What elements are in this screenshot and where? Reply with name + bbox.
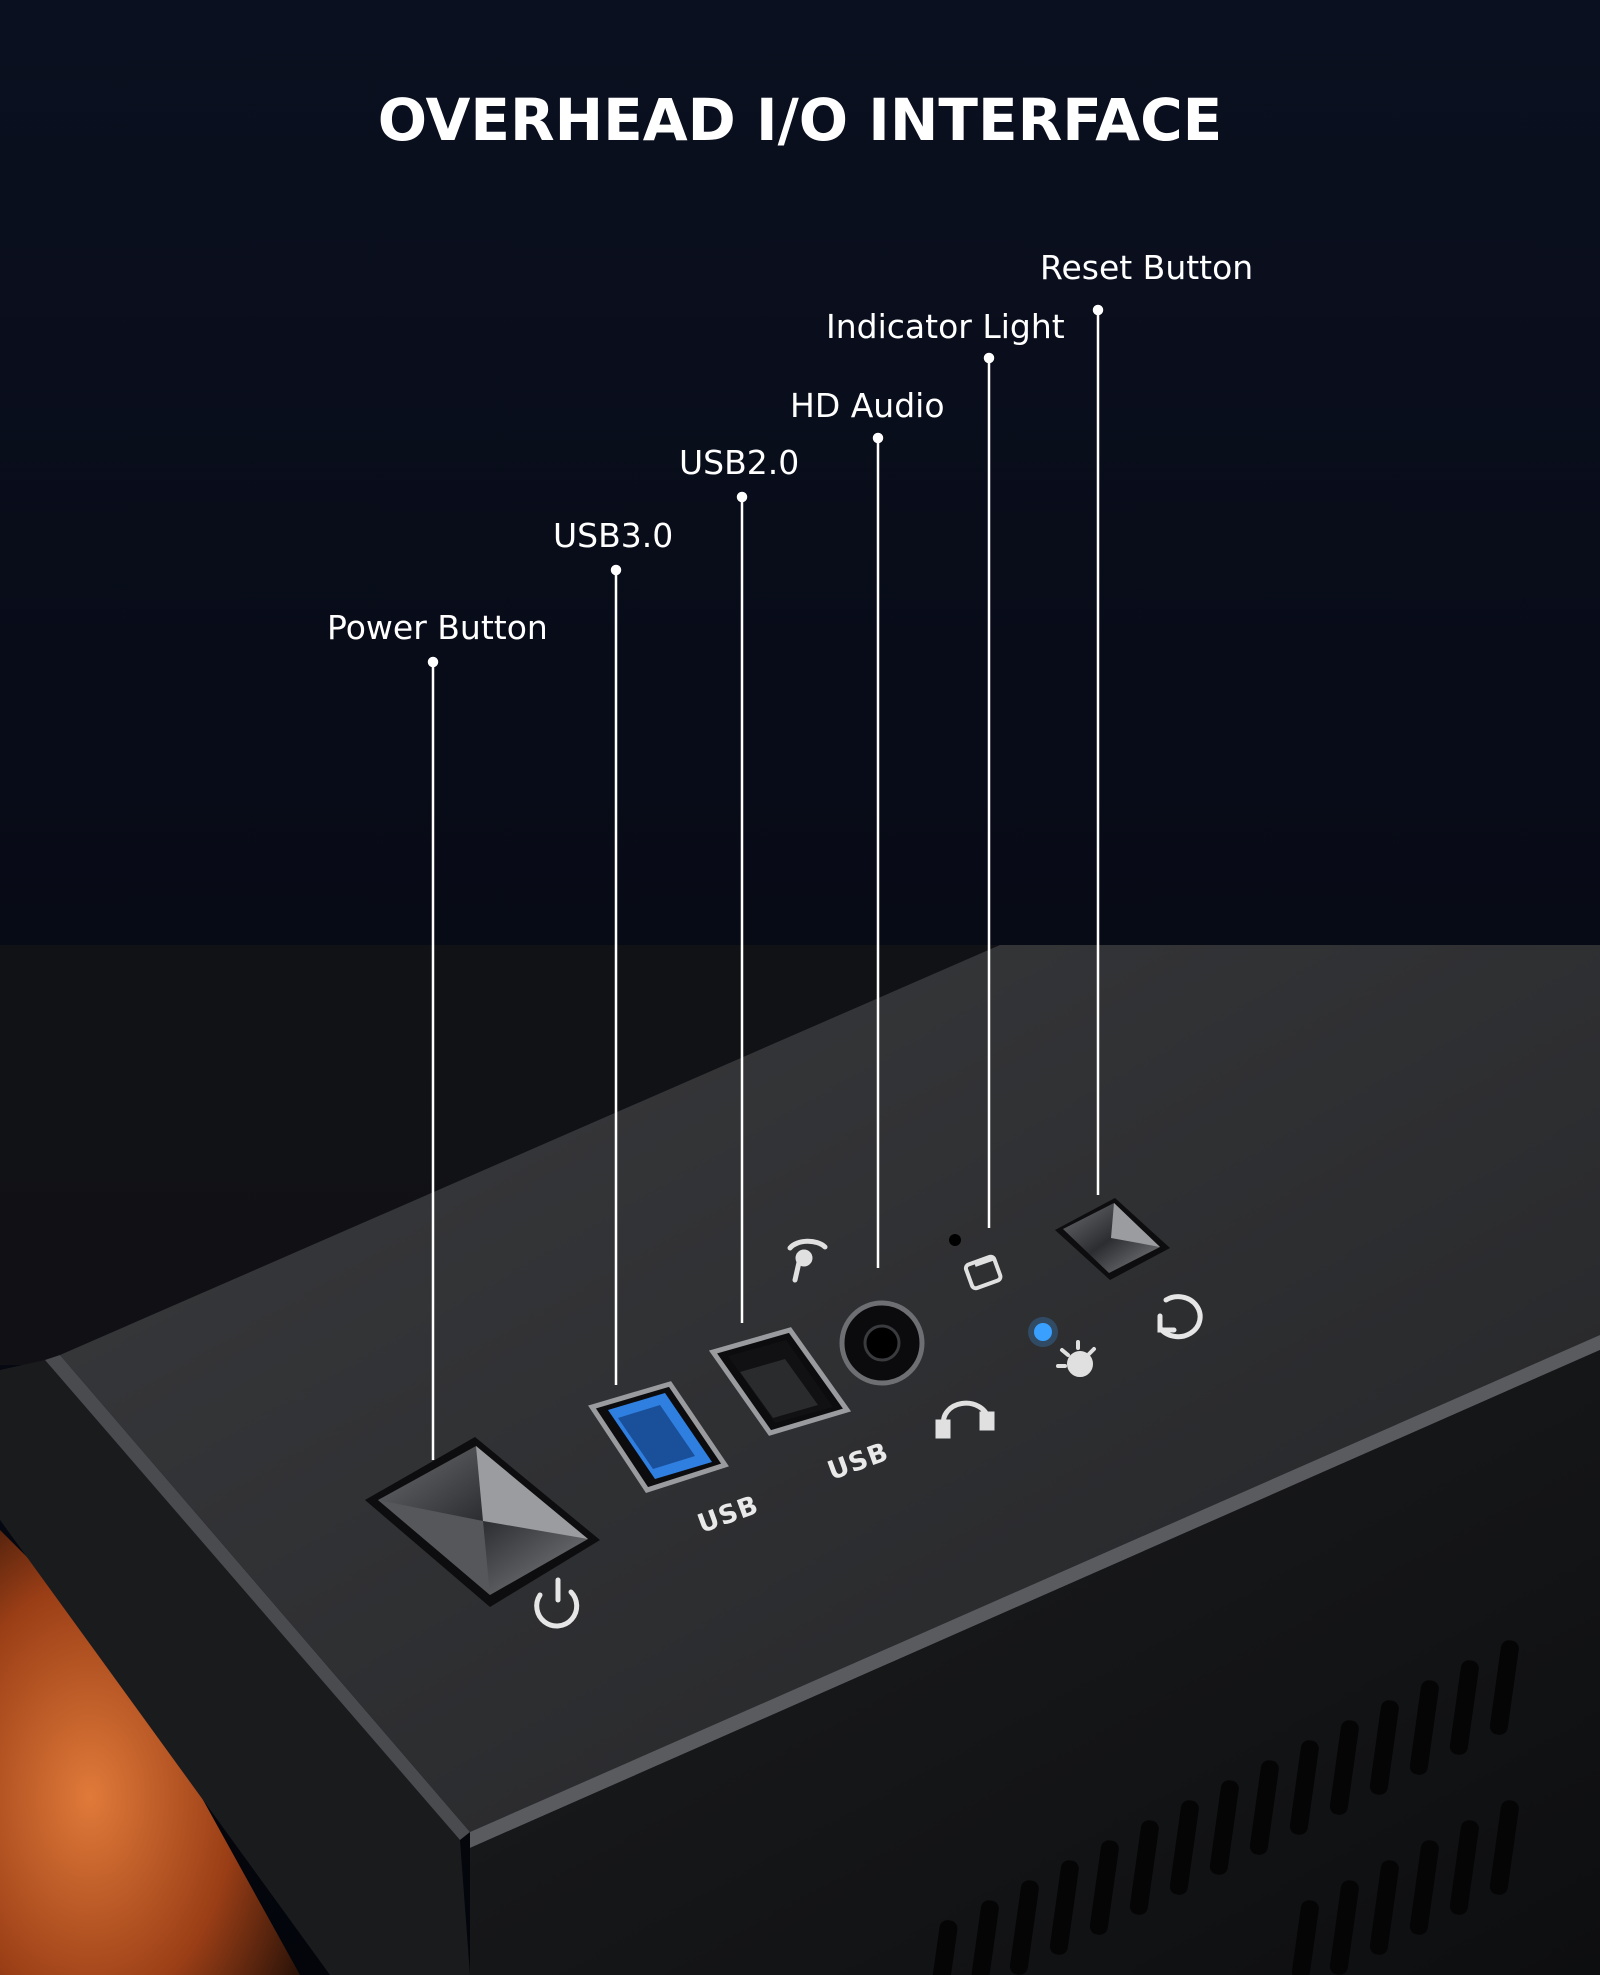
reset-button bbox=[1055, 1198, 1170, 1280]
power-icon bbox=[534, 1577, 580, 1629]
callout-label-audio: HD Audio bbox=[790, 386, 945, 425]
callout-label-power: Power Button bbox=[327, 608, 548, 647]
power-button bbox=[365, 1437, 600, 1607]
front-panel-edge bbox=[0, 1360, 470, 1975]
callout-label-indicator: Indicator Light bbox=[826, 307, 1065, 346]
audio-jack bbox=[839, 1300, 925, 1386]
microphone-icon bbox=[787, 1238, 828, 1283]
window-glow bbox=[0, 1530, 300, 1975]
page-title: OVERHEAD I/O INTERFACE bbox=[377, 86, 1223, 154]
reset-icon bbox=[1157, 1294, 1203, 1340]
case-side-panel bbox=[470, 1350, 1600, 1975]
side-vents bbox=[930, 1640, 1519, 1975]
callout-lines bbox=[427, 304, 1104, 1460]
usb3-port bbox=[588, 1381, 729, 1493]
callout-label-usb2: USB2.0 bbox=[679, 443, 800, 482]
hdd-icon bbox=[963, 1254, 1003, 1291]
callout-label-usb3: USB3.0 bbox=[553, 516, 674, 555]
headphone-icon bbox=[935, 1400, 995, 1439]
usb2-port bbox=[708, 1327, 852, 1436]
callout-label-reset: Reset Button bbox=[1040, 248, 1254, 287]
light-icon bbox=[1056, 1340, 1096, 1377]
indicator-led bbox=[1034, 1323, 1052, 1341]
indicator-pinhole bbox=[949, 1234, 961, 1246]
